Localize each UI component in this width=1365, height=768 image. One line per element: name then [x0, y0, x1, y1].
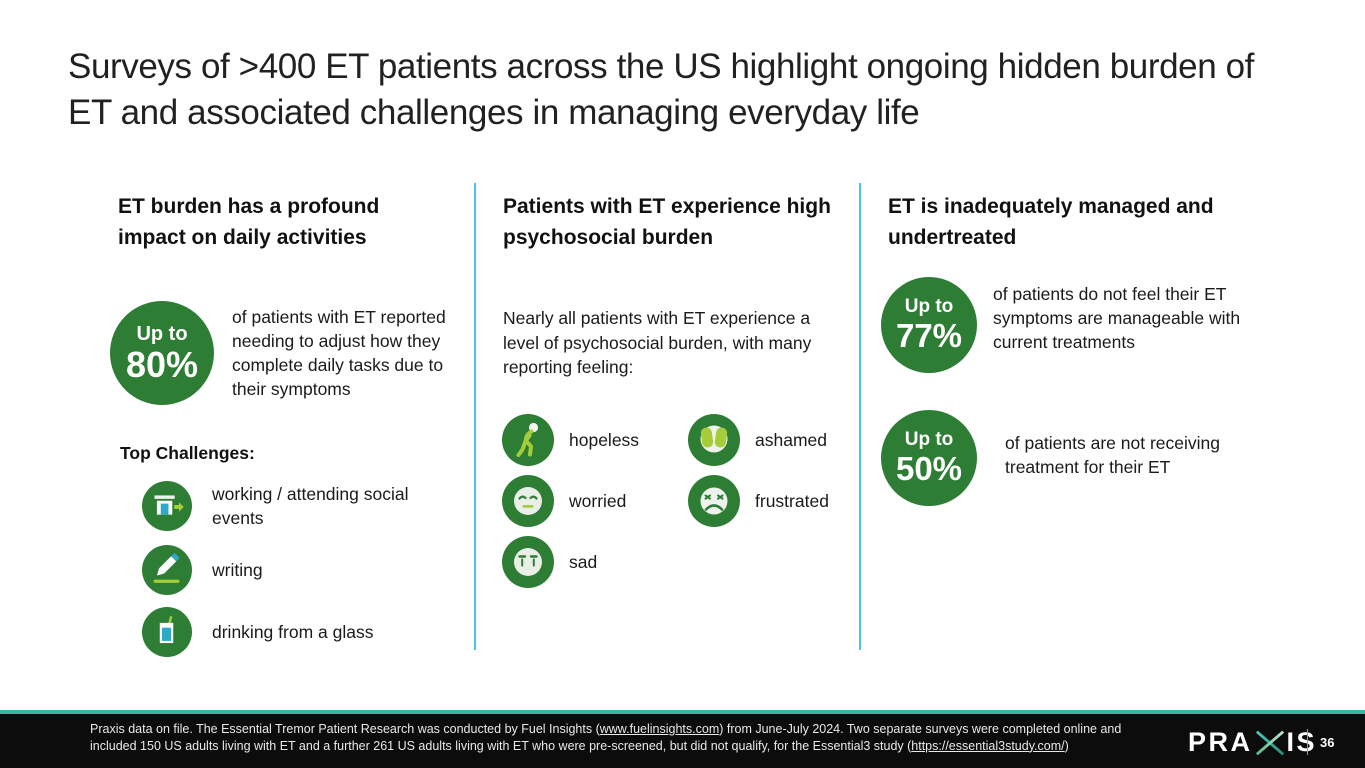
feeling-label: ashamed [755, 429, 827, 450]
hopeless-person-icon [502, 414, 554, 466]
feeling-item: sad [502, 536, 688, 588]
footnote-part2: ) from June-July 2024. Two separate surv… [90, 722, 1122, 753]
challenge-label: writing [212, 560, 263, 580]
stat-circle-77: Up to 77% [881, 277, 977, 373]
stat-circle-80: Up to 80% [110, 301, 214, 405]
feeling-item: ashamed [688, 414, 829, 466]
stat-text-77: of patients do not feel their ET symptom… [993, 284, 1241, 352]
logo-divider [1307, 729, 1308, 755]
column1-header: ET burden has a profound impact on daily… [118, 195, 380, 249]
top-challenges-title: Top Challenges: [120, 443, 255, 463]
building-arrow-icon [142, 481, 192, 531]
stat-prefix: Up to [904, 296, 954, 317]
stat-value: 50% [895, 450, 963, 487]
stat-prefix: Up to [136, 323, 188, 345]
column-divider-2 [859, 183, 861, 650]
challenge-row: drinking from a glass [142, 607, 412, 657]
feeling-item: frustrated [688, 475, 829, 527]
column2-intro: Nearly all patients with ET experience a… [503, 308, 812, 377]
worried-face-icon [502, 475, 554, 527]
stat-circle-50: Up to 50% [881, 410, 977, 506]
footnote-part1: Praxis data on file. The Essential Tremo… [90, 722, 600, 736]
sad-face-icon [502, 536, 554, 588]
feeling-label: worried [569, 490, 627, 511]
stat-value: 80% [125, 344, 199, 385]
challenge-row: writing [142, 545, 412, 595]
feeling-item: hopeless [502, 414, 688, 466]
essential3study-link[interactable]: https://essential3study.com/ [911, 738, 1065, 753]
praxis-logo-x-icon [1255, 730, 1284, 755]
stat-text-50: of patients are not receiving treatment … [1005, 433, 1220, 477]
frustrated-face-icon [688, 475, 740, 527]
stat-value: 77% [895, 317, 963, 354]
page-number: 36 [1320, 735, 1335, 750]
feeling-label: frustrated [755, 490, 829, 511]
footnote-part3: ) [1064, 738, 1069, 753]
stat-prefix: Up to [904, 429, 954, 450]
praxis-logo: PRA IS [1188, 727, 1317, 758]
praxis-logo-text-post: IS [1286, 727, 1318, 757]
column2-header: Patients with ET experience high psychos… [503, 195, 831, 249]
column3-header: ET is inadequately managed and undertrea… [888, 195, 1214, 249]
pencil-icon [142, 545, 192, 595]
feeling-label: hopeless [569, 429, 640, 450]
footnote-text: Praxis data on file. The Essential Tremo… [90, 721, 1170, 754]
challenge-label: drinking from a glass [212, 622, 374, 642]
ashamed-face-icon [688, 414, 740, 466]
feeling-label: sad [569, 551, 598, 572]
challenge-label: working / attending social events [212, 484, 409, 528]
drinking-glass-icon [142, 607, 192, 657]
feeling-item: worried [502, 475, 688, 527]
praxis-logo-text-pre: PRA [1188, 727, 1253, 757]
feelings-grid: hopeless ashamed [502, 414, 829, 588]
footer-bar: Praxis data on file. The Essential Tremo… [0, 710, 1365, 768]
stat-text-80: of patients with ET reported needing to … [232, 307, 446, 399]
challenge-row: working / attending social events [142, 481, 412, 531]
fuelinsights-link[interactable]: www.fuelinsights.com [599, 722, 720, 736]
column-divider-1 [474, 183, 476, 650]
page-title: Surveys of >400 ET patients across the U… [68, 47, 1255, 132]
